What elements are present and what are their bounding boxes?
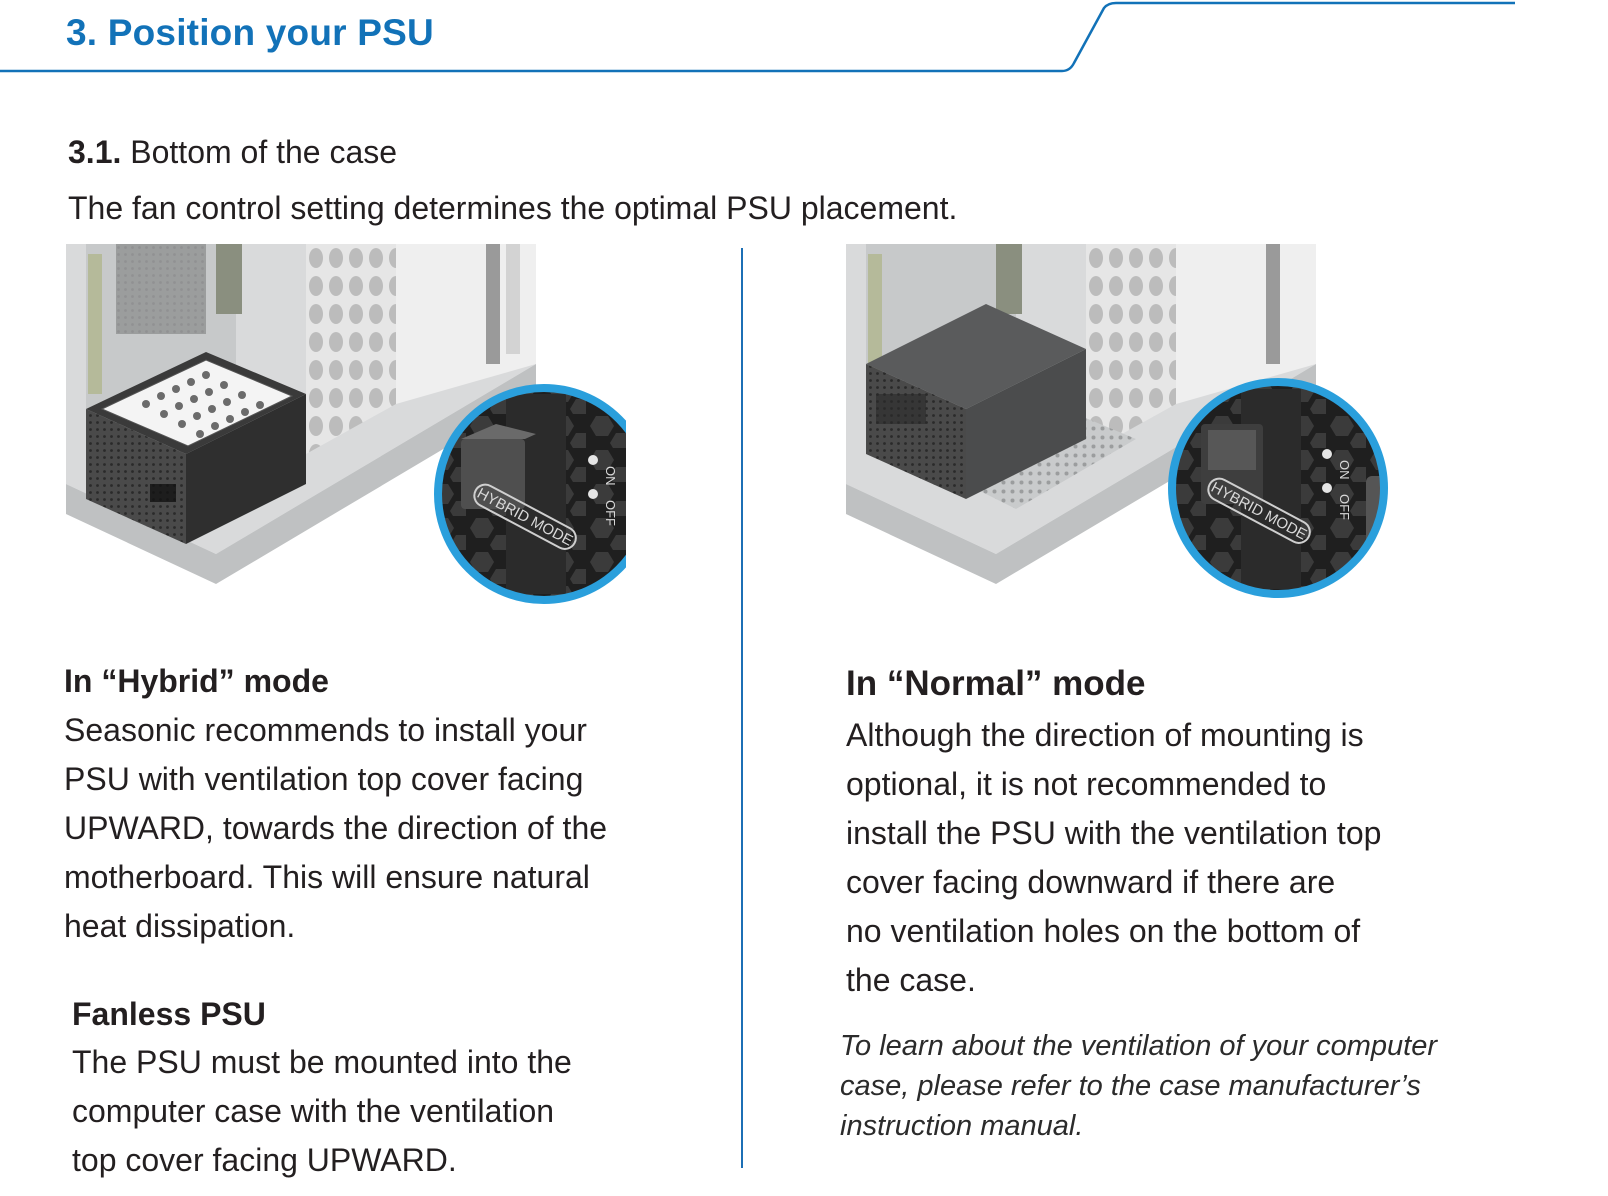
text-line: cover facing downward if there are xyxy=(846,864,1336,900)
text-line: Seasonic recommends to install your xyxy=(64,712,587,748)
hybrid-mode-heading: In “Hybrid” mode xyxy=(64,663,329,699)
text-line: top cover facing UPWARD. xyxy=(72,1142,457,1178)
switch-off-icon xyxy=(1322,483,1332,493)
normal-mode-text: Although the direction of mounting is op… xyxy=(846,711,1566,1005)
ventilation-note: To learn about the ventilation of your c… xyxy=(840,1026,1580,1146)
psu-case-illustration-hybrid: HYBRID MODE ON OFF xyxy=(66,244,626,604)
text-line: PSU with ventilation top cover facing xyxy=(64,761,584,797)
note-line: case, please refer to the case manufactu… xyxy=(840,1070,1421,1102)
hybrid-mode-text: Seasonic recommends to install your PSU … xyxy=(64,706,724,951)
section-title: Bottom of the case xyxy=(130,134,398,170)
page-title: 3. Position your PSU xyxy=(66,12,434,53)
text-line: The PSU must be mounted into the xyxy=(72,1044,572,1080)
text-line: UPWARD, towards the direction of the xyxy=(64,810,608,846)
header-band xyxy=(0,1,1515,73)
switch-on-icon xyxy=(1322,449,1332,459)
section-subtitle: 3.1. Bottom of the case xyxy=(68,134,397,171)
switch-on-label: ON xyxy=(603,466,618,486)
switch-off-label: OFF xyxy=(603,500,618,526)
normal-mode-heading: In “Normal” mode xyxy=(846,664,1146,703)
section-number: 3.1. xyxy=(68,134,122,170)
psu-case-illustration-normal: HYBRID MODE ON OFF xyxy=(846,244,1388,598)
text-line: no ventilation holes on the bottom of xyxy=(846,913,1361,949)
text-line: computer case with the ventilation xyxy=(72,1093,555,1129)
note-line: instruction manual. xyxy=(840,1110,1084,1142)
switch-off-label: OFF xyxy=(1337,494,1352,520)
text-line: motherboard. This will ensure natural xyxy=(64,859,590,895)
section-intro: The fan control setting determines the o… xyxy=(68,190,958,226)
switch-on-icon xyxy=(588,455,598,465)
text-line: optional, it is not recommended to xyxy=(846,766,1327,802)
fanless-psu-heading: Fanless PSU xyxy=(72,996,266,1032)
text-line: heat dissipation. xyxy=(64,908,296,944)
text-line: install the PSU with the ventilation top xyxy=(846,815,1382,851)
text-line: Although the direction of mounting is xyxy=(846,717,1364,753)
column-divider xyxy=(741,248,743,1168)
text-line: the case. xyxy=(846,962,976,998)
note-line: To learn about the ventilation of your c… xyxy=(840,1030,1438,1062)
fanless-psu-text: The PSU must be mounted into the compute… xyxy=(72,1038,732,1185)
switch-off-icon xyxy=(588,489,598,499)
switch-on-label: ON xyxy=(1337,460,1352,480)
